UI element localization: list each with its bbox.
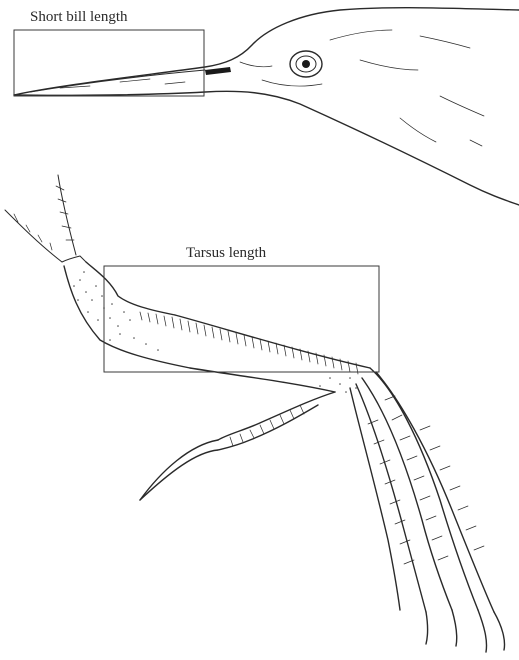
tarsus-length-label: Tarsus length xyxy=(186,245,267,261)
tarsus-length-bracket xyxy=(104,266,379,372)
bird-head-drawing xyxy=(14,8,519,205)
bill-length-bracket xyxy=(14,30,204,96)
bill-length-label: Short bill length xyxy=(30,9,128,25)
